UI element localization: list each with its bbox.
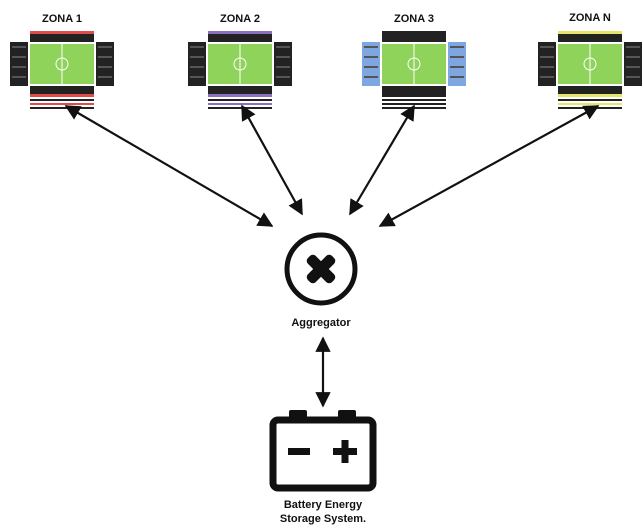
arrow-zone-2-aggregator	[241, 104, 303, 216]
zone-n-label: ZONA N	[569, 12, 611, 24]
zone-1-stadium-icon	[10, 31, 114, 109]
arrow-zone-1-aggregator	[64, 105, 274, 227]
zone-1-label: ZONA 1	[42, 13, 82, 25]
zone-3-stadium-icon	[362, 31, 466, 109]
arrow-zone-n-aggregator	[378, 105, 600, 227]
battery-label-line-1: Battery Energy	[284, 499, 363, 511]
zone-3-label: ZONA 3	[394, 13, 434, 25]
zone-n-stadium-icon	[538, 31, 642, 109]
arrow-zone-3-aggregator	[349, 104, 415, 216]
x-circle-icon	[284, 232, 358, 306]
aggregator-label: Aggregator	[291, 317, 351, 329]
zone-2-stadium-icon	[188, 31, 292, 109]
battery-label-line-2: Storage System.	[280, 513, 366, 525]
zone-2-label: ZONA 2	[220, 13, 260, 25]
battery-icon	[269, 410, 377, 492]
